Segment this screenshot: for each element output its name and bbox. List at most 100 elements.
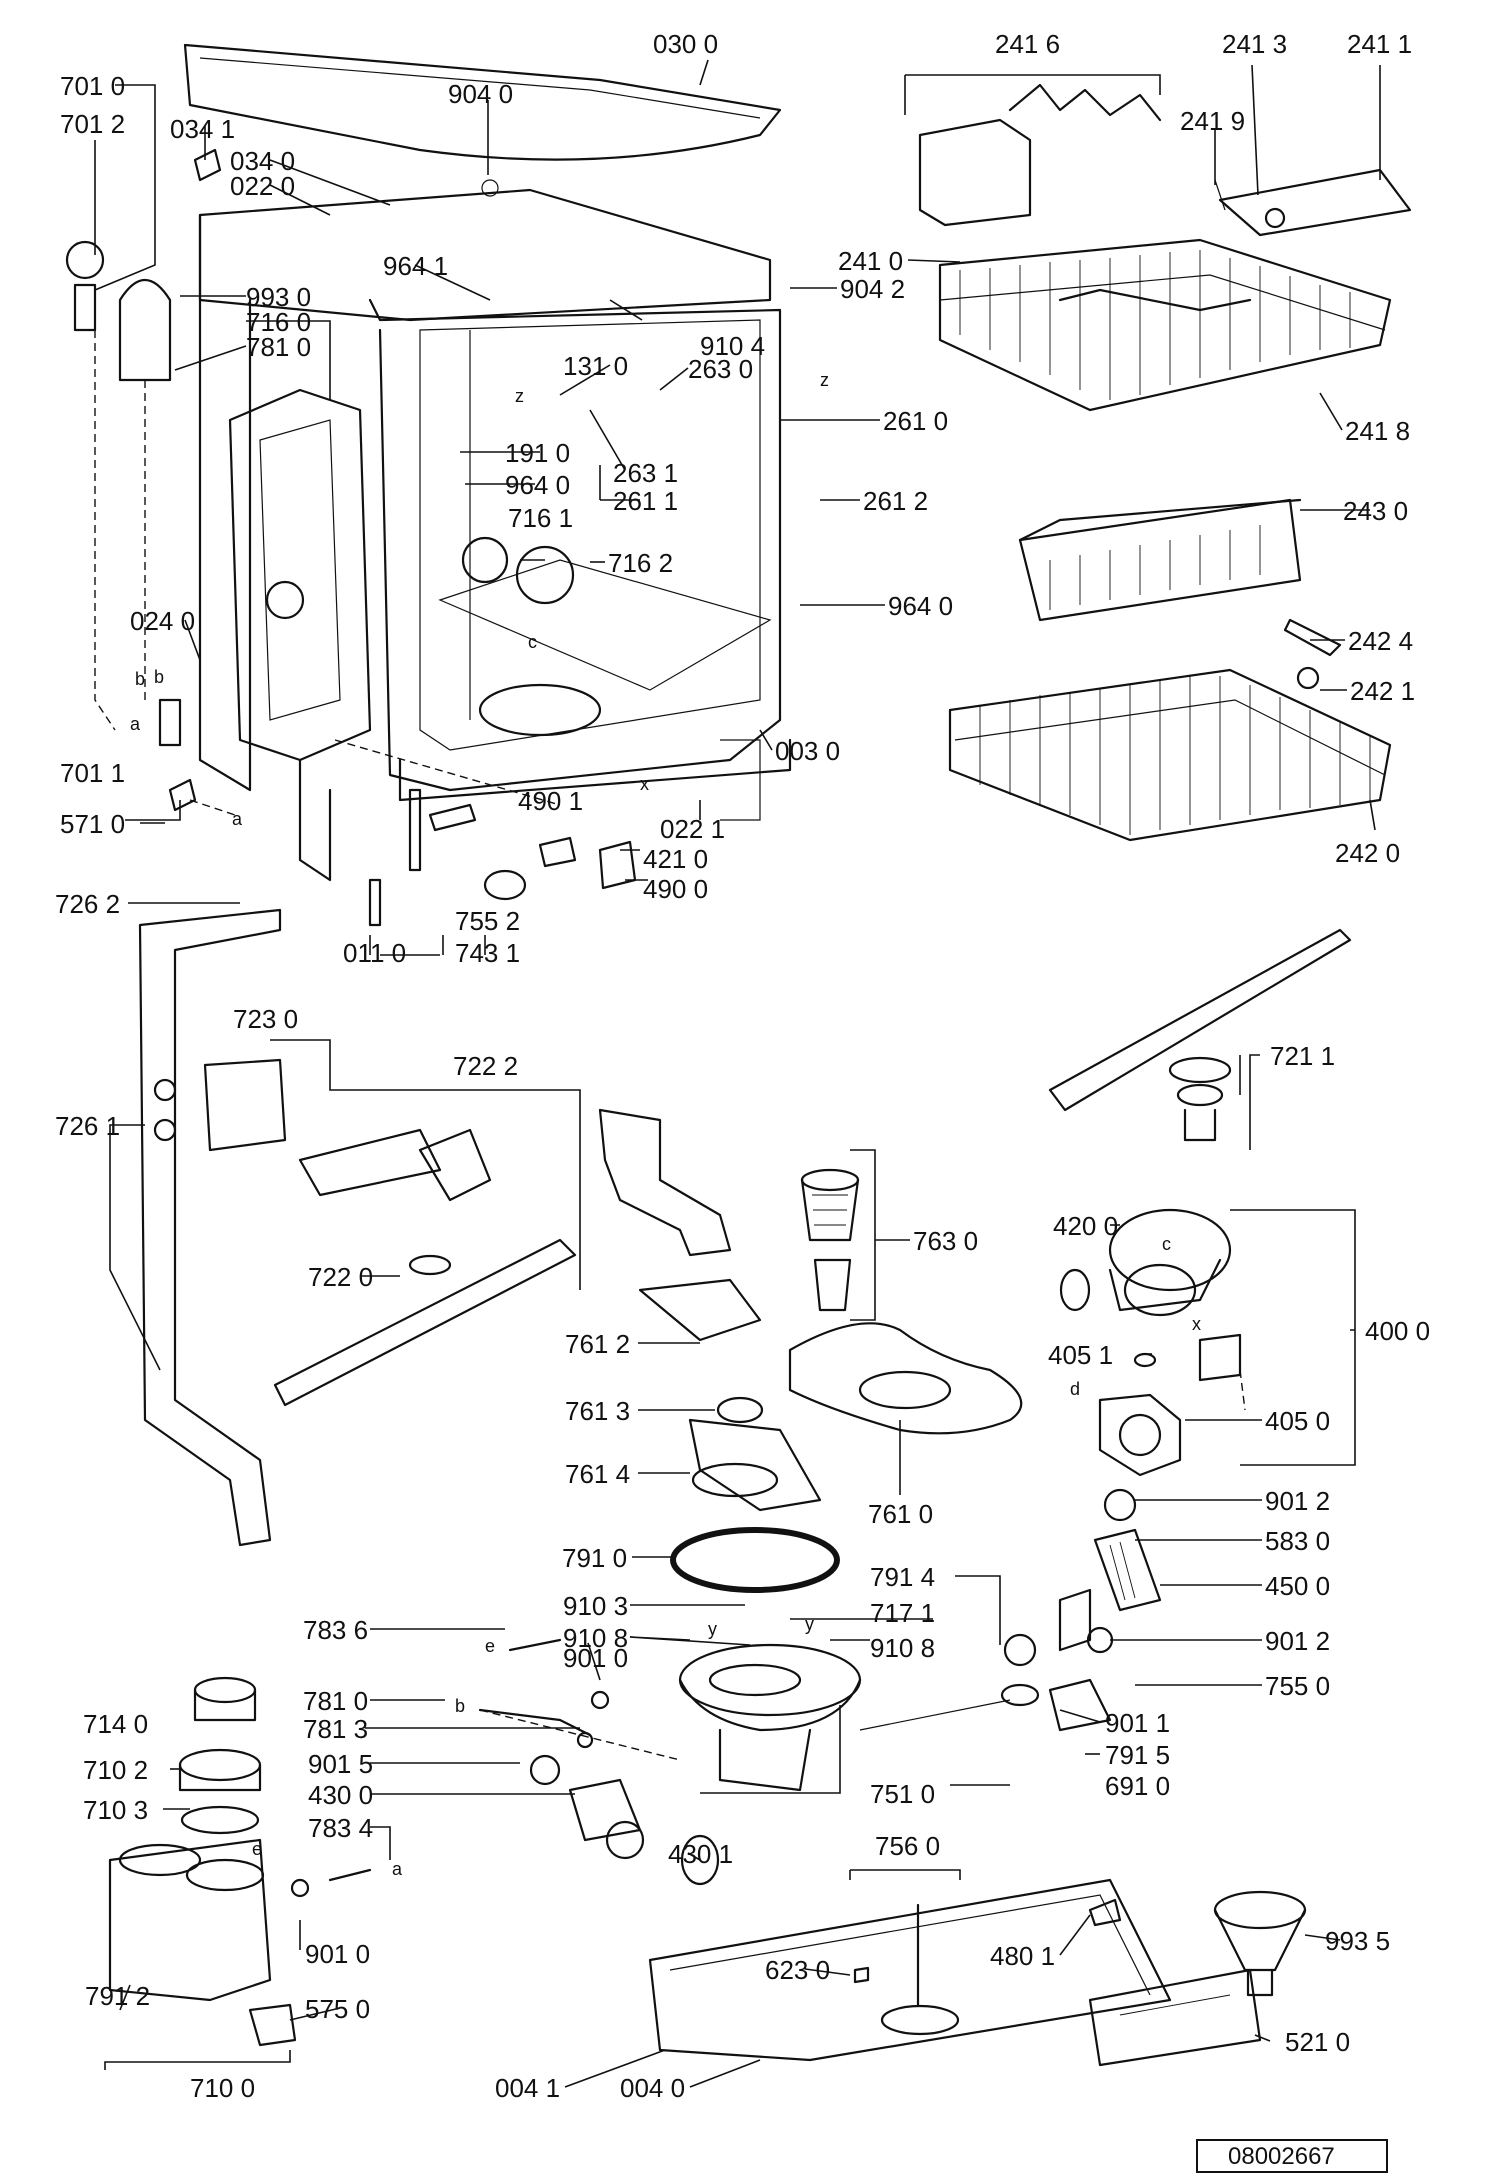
label-763-0: 763 0 [913,1226,978,1256]
label-420-0: 420 0 [1053,1211,1118,1241]
label-755-0: 755 0 [1265,1671,1330,1701]
label-003-0: 003 0 [775,736,840,766]
letter-e: e [252,1839,262,1859]
label-241-6: 241 6 [995,29,1060,59]
label-004-0: 004 0 [620,2073,685,2103]
label-716-1: 716 1 [508,503,573,533]
channel-part [598,1108,732,1257]
label-691-0: 691 0 [1105,1771,1170,1801]
label-964-0-b: 964 0 [888,591,953,621]
label-131-0: 131 0 [563,351,628,381]
label-721-1: 721 1 [1270,1041,1335,1071]
letter-y: y [708,1619,717,1639]
control-panel-part [1088,1968,1262,2067]
salt-funnel-part [1213,1890,1307,1997]
label-783-4: 783 4 [308,1813,373,1843]
label-964-0-a: 964 0 [505,470,570,500]
label-761-4: 761 4 [565,1459,630,1489]
label-024-0: 024 0 [130,606,195,636]
label-791-5: 791 5 [1105,1740,1170,1770]
label-781-0-b: 781 0 [303,1686,368,1716]
letter-c: c [528,632,537,652]
label-701-2: 701 2 [60,109,125,139]
label-241-0: 241 0 [838,246,903,276]
label-791-4: 791 4 [870,1562,935,1592]
water-softener-part [108,1676,645,2047]
dashed-reference-lines [94,330,1246,1411]
label-241-1: 241 1 [1347,29,1412,59]
label-717-1: 717 1 [870,1598,935,1628]
label-993-0: 993 0 [246,282,311,312]
label-714-0: 714 0 [83,1709,148,1739]
label-964-1: 964 1 [383,251,448,281]
letter-c: c [1162,1234,1171,1254]
label-022-1: 022 1 [660,814,725,844]
label-261-0: 261 0 [883,406,948,436]
part-labels: 030 0 701 0 701 2 904 0 034 1 034 0 022 … [55,29,1430,2103]
label-575-0: 575 0 [305,1994,370,2024]
circulation-motor-part [1059,1208,1242,1477]
label-400-0: 400 0 [1365,1316,1430,1346]
label-761-3: 761 3 [565,1396,630,1426]
label-910-4: 910 4 [700,331,765,361]
label-241-9: 241 9 [1180,106,1245,136]
sump-gasket-part [670,1527,840,1593]
label-261-2: 261 2 [863,486,928,516]
label-781-3: 781 3 [303,1714,368,1744]
label-723-0: 723 0 [233,1004,298,1034]
lower-spray-arm-part [203,1058,577,1407]
label-022-0: 022 0 [230,171,295,201]
letter-z: z [820,370,829,390]
label-722-0: 722 0 [308,1262,373,1292]
worktop-part [183,43,782,197]
letter-b: b [455,1696,465,1716]
label-261-1: 261 1 [613,486,678,516]
basket-accessories-part [918,83,1412,237]
label-901-5: 901 5 [308,1749,373,1779]
label-710-2: 710 2 [83,1755,148,1785]
label-901-0-a: 901 0 [563,1643,628,1673]
letter-x: x [640,774,649,794]
drawing-reference-box: 08002667 [1196,2139,1388,2173]
letter-y: y [805,1614,814,1634]
letter-b: b [154,667,164,687]
label-791-2: 791 2 [85,1981,150,2011]
label-243-0: 243 0 [1343,496,1408,526]
letter-z: z [515,386,524,406]
label-430-0: 430 0 [308,1780,373,1810]
label-726-2: 726 2 [55,889,120,919]
label-405-1: 405 1 [1048,1340,1113,1370]
filter-part [800,1168,860,1312]
label-430-1: 430 1 [668,1839,733,1869]
lower-basket-part [948,618,1392,842]
sump-housing-part [479,1643,1011,1886]
letter-a: a [392,1859,403,1879]
label-241-8: 241 8 [1345,416,1410,446]
label-726-1: 726 1 [55,1111,120,1141]
letter-a: a [130,714,141,734]
feed-tube-part [138,908,282,1547]
cabinet-frame-part [198,188,792,882]
label-904-0: 904 0 [448,79,513,109]
letter-e: e [485,1636,495,1656]
label-583-0: 583 0 [1265,1526,1330,1556]
label-241-3: 241 3 [1222,29,1287,59]
connection-letters: a b c x z z a b c d x e e y y a b [130,370,1201,1879]
label-421-0: 421 0 [643,844,708,874]
leader-lines [94,59,1381,2088]
label-004-1: 004 1 [495,2073,560,2103]
label-901-1: 901 1 [1105,1708,1170,1738]
cutlery-basket-part [1018,498,1302,622]
label-263-0: 263 0 [688,354,753,384]
drain-pump-part [1000,1488,1162,1732]
label-480-1: 480 1 [990,1941,1055,1971]
letter-d: d [1070,1379,1080,1399]
label-701-0: 701 0 [60,71,125,101]
label-710-0: 710 0 [190,2073,255,2103]
label-761-0: 761 0 [868,1499,933,1529]
letter-x: x [1192,1314,1201,1334]
label-034-0: 034 0 [230,146,295,176]
label-901-2-b: 901 2 [1265,1626,1330,1656]
label-263-1: 263 1 [613,458,678,488]
